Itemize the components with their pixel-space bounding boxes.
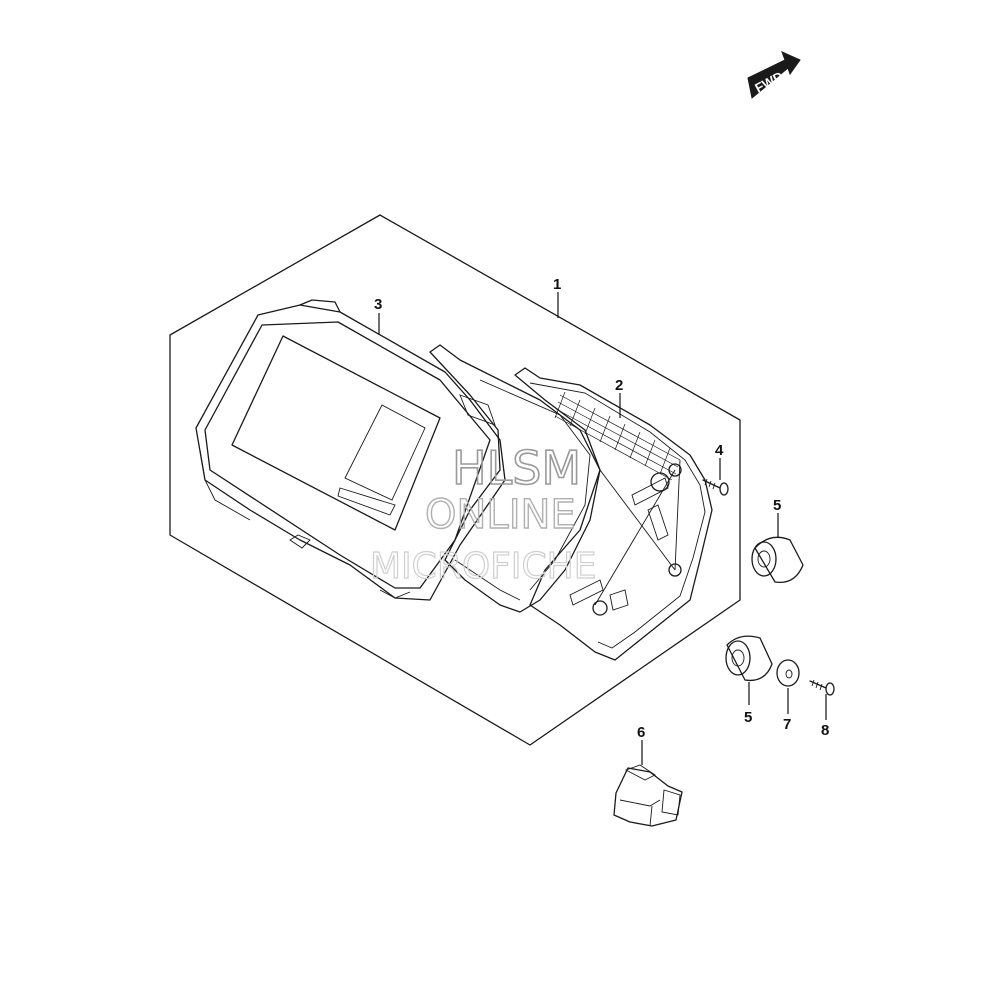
callout-4: 4 — [715, 442, 724, 459]
part-6-connector — [613, 764, 683, 827]
part-4-screw — [702, 478, 729, 496]
callout-5-lower: 5 — [744, 709, 752, 726]
fwd-label: FWD — [752, 69, 785, 96]
callout-3: 3 — [374, 296, 382, 313]
circuit-grid — [554, 391, 681, 481]
middle-case — [429, 344, 601, 613]
part-7-washer — [776, 659, 800, 687]
callout-8: 8 — [821, 722, 829, 739]
fwd-arrow-badge: FWD — [747, 51, 801, 99]
part-5-grommet-lower — [725, 635, 773, 682]
part-8-screw — [809, 679, 835, 696]
callout-2: 2 — [615, 377, 623, 394]
callout-5-upper: 5 — [773, 497, 781, 514]
watermark-line-2: ONLINE — [425, 492, 576, 538]
watermark-line-1: HLSM — [452, 441, 581, 495]
part-5-grommet-upper — [751, 536, 804, 584]
watermark: HLSM ONLINE MICROFICHE — [369, 440, 597, 587]
callout-1: 1 — [553, 276, 561, 293]
assembly-outline — [169, 214, 741, 746]
watermark-line-3: MICROFICHE — [370, 546, 596, 587]
callout-6: 6 — [637, 724, 645, 741]
callout-7: 7 — [783, 716, 791, 733]
part-2-rear-case — [514, 367, 713, 661]
